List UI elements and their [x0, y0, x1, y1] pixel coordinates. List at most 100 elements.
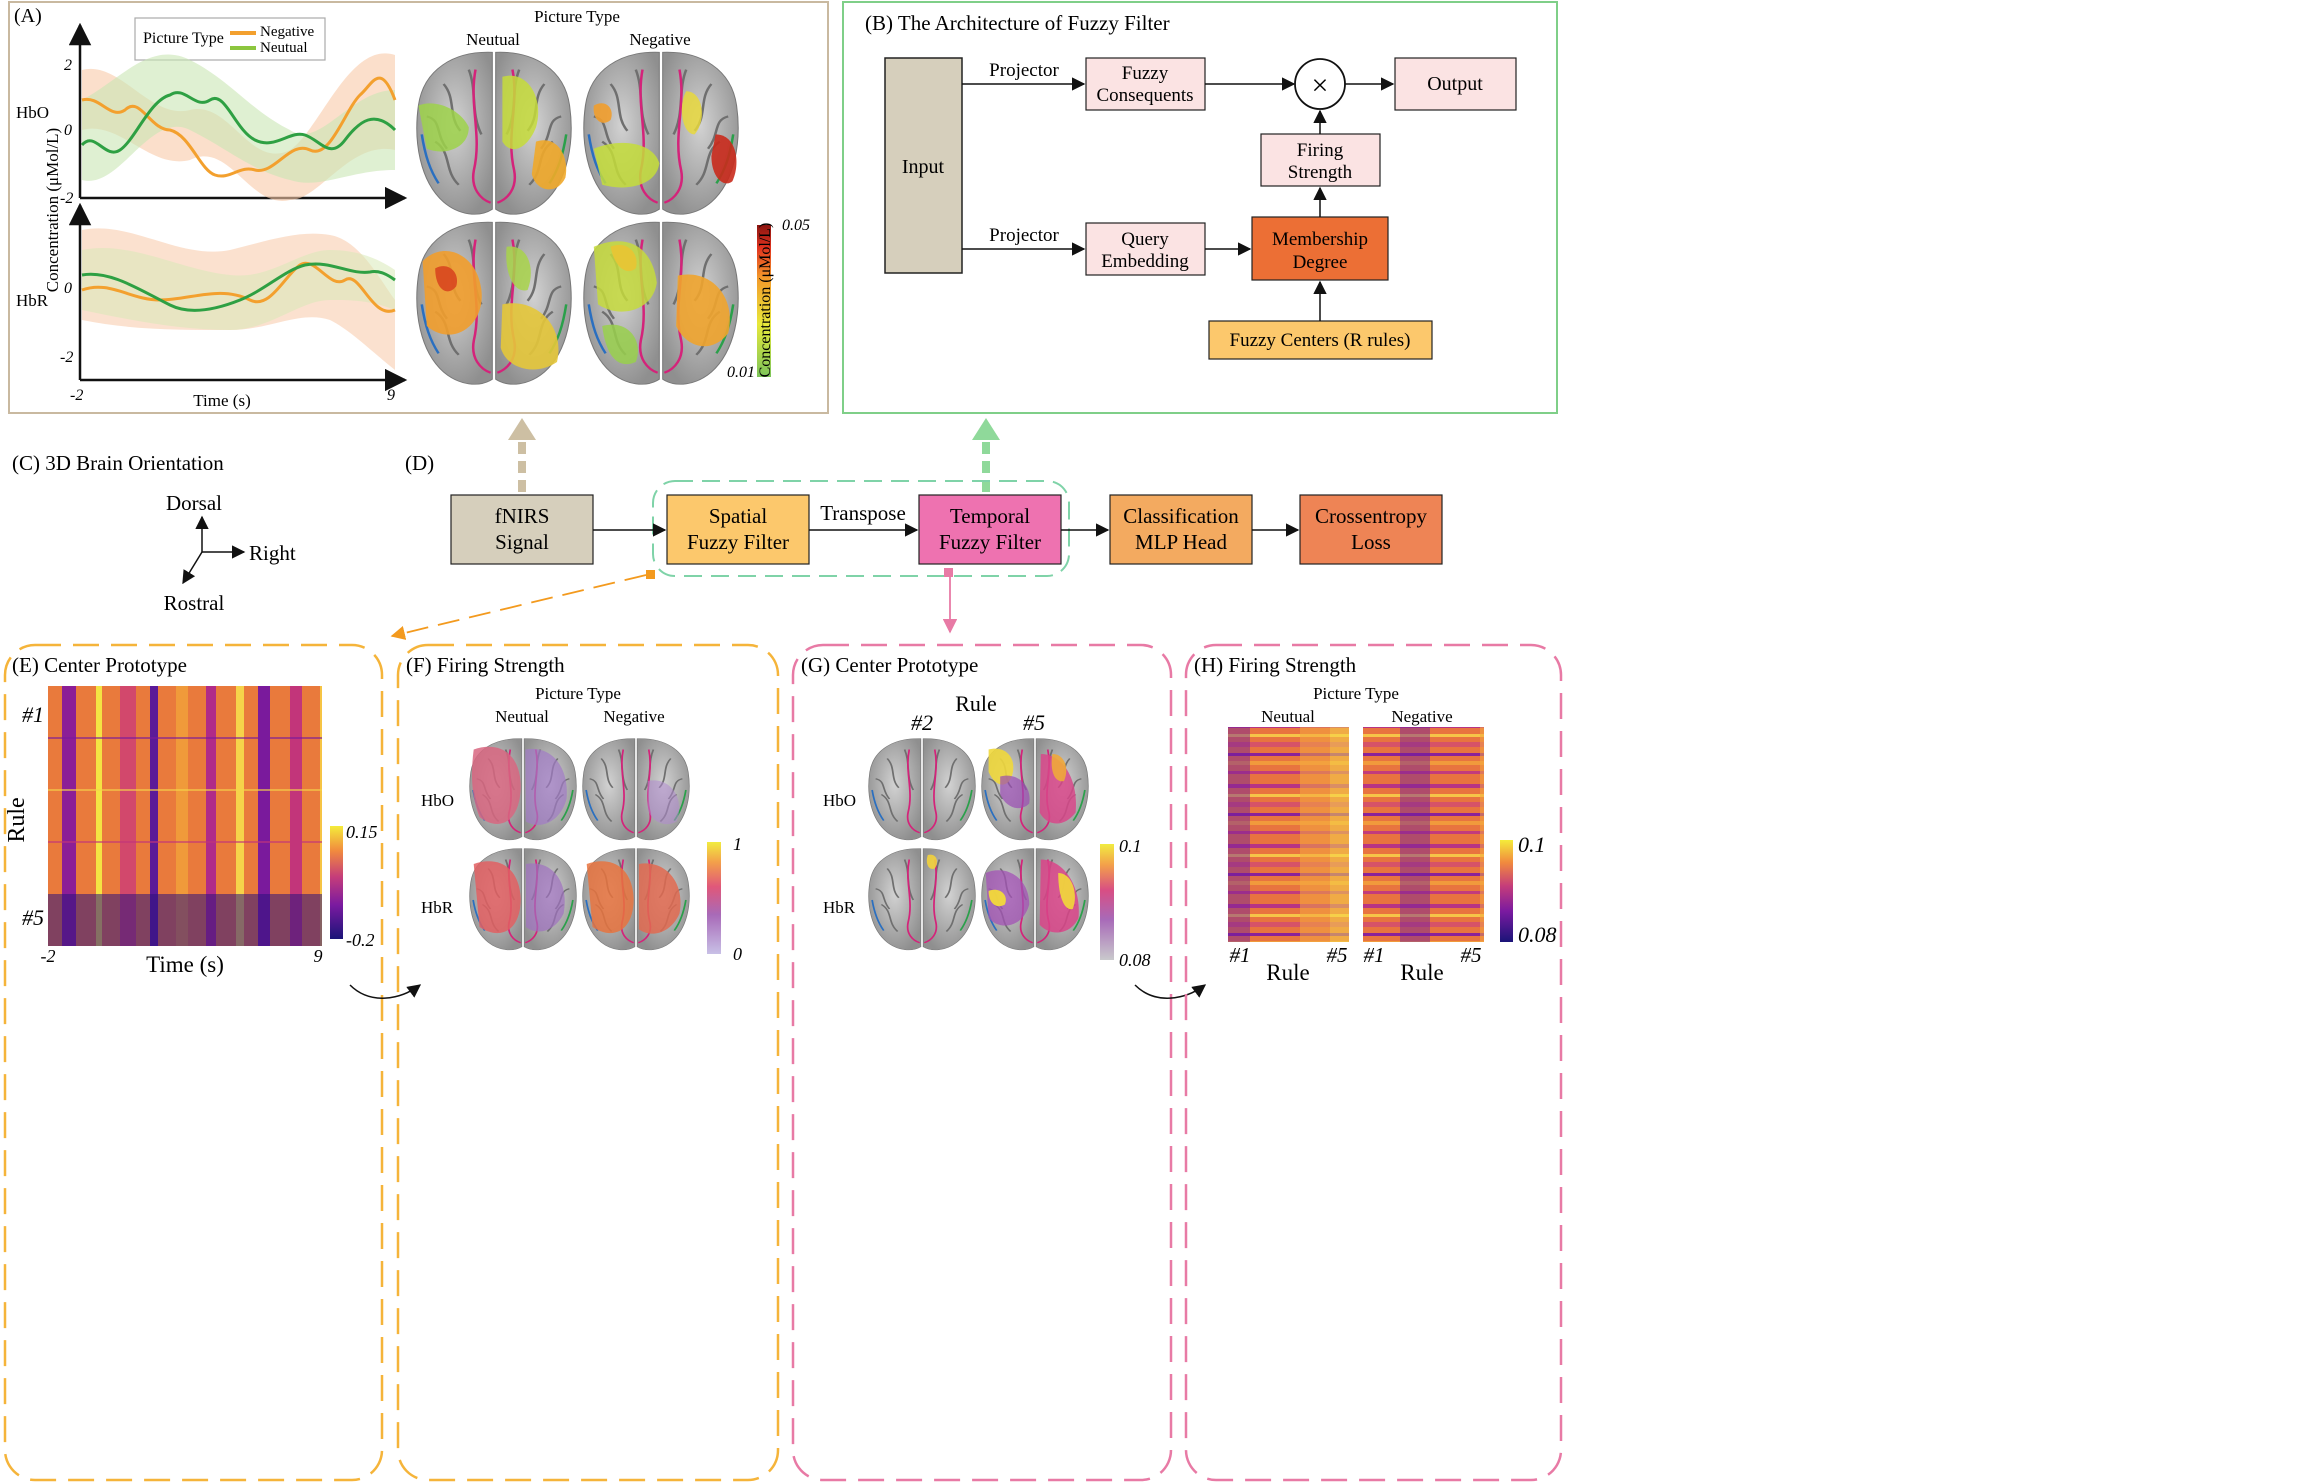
panel-d-label: (D) [405, 451, 434, 475]
fuzzy-consequents-box [1085, 57, 1206, 111]
panel-a-xlabel: Time (s) [193, 391, 250, 410]
panel-e-label: (E) Center Prototype [12, 653, 187, 677]
membership-degree-box [1251, 216, 1389, 281]
brain-f-hbr-neutual [468, 847, 578, 951]
brain-g-hbo-5 [980, 737, 1090, 841]
legend-neutual: Neutual [260, 40, 307, 56]
panel-e-cbar-min: -0.2 [346, 930, 375, 950]
panel-a-cbar-min: 0.01 [727, 364, 755, 381]
panel-e-xlabel: Time (s) [146, 952, 224, 977]
fuzzy-centers-text: Fuzzy Centers (R rules) [1230, 330, 1411, 351]
xtick-min: -2 [70, 387, 83, 404]
panel-g-hbo: HbO [823, 791, 856, 810]
panel-h-heatmap-neutual [1228, 727, 1349, 942]
loss-box [1299, 494, 1443, 565]
panel-e: (E) Center Prototype #1 #5 Rule -2 9 Tim… [3, 643, 422, 1482]
panel-e-row-first: #1 [22, 702, 44, 727]
panel-f-colorbar [707, 842, 721, 954]
brain-a-hbr-negative [582, 220, 740, 386]
dorsal-text: Dorsal [166, 491, 222, 515]
panel-h-cbar-min: 0.08 [1518, 922, 1557, 947]
transpose-text: Transpose [820, 501, 906, 525]
panel-h-col1: Neutual [1261, 707, 1315, 726]
panel-f-title: Picture Type [535, 684, 621, 703]
right-text: Right [249, 541, 296, 565]
panel-f-label: (F) Firing Strength [406, 653, 565, 677]
xtick-max: 9 [387, 387, 395, 404]
hbo-ytick-bottom: -2 [60, 190, 73, 207]
panel-e-ylabel: Rule [4, 797, 30, 842]
panel-h-xlabel-2: Rule [1400, 960, 1443, 985]
panel-e-row-last: #5 [22, 905, 44, 930]
panel-h-tick-last-2: #5 [1461, 943, 1482, 967]
panel-d: (D) fNIRS Signal Spatial Fuzzy Filter Tr… [390, 451, 1443, 640]
input-box [884, 57, 963, 274]
panel-g-frame [791, 643, 1173, 1482]
panel-f-col2: Negative [603, 707, 664, 726]
brain-f-hbr-negative [581, 847, 691, 951]
fnirs-l2: Signal [495, 530, 549, 554]
panel-g-cbar-max: 0.1 [1119, 836, 1142, 856]
hbo-row-label: HbO [16, 103, 49, 122]
output-text: Output [1427, 73, 1483, 95]
query-l1: Query [1121, 229, 1169, 250]
brain-f-hbo-neutual [468, 737, 578, 841]
hbo-ytick-zero: 0 [64, 122, 72, 139]
brain-a-hbo-negative [582, 50, 740, 216]
fnirs-box [450, 494, 594, 565]
panel-c-label: (C) 3D Brain Orientation [12, 451, 224, 475]
hbr-neutual-line [81, 262, 396, 312]
panel-g-colorbar [1100, 844, 1114, 960]
panel-f-hbr: HbR [421, 898, 454, 917]
hbr-row-label: HbR [16, 291, 49, 310]
panel-f-cbar-min: 0 [733, 944, 742, 964]
panel-h: (H) Firing Strength Picture Type Neutual… [1184, 643, 1563, 1482]
panel-b-frame [842, 1, 1558, 414]
spatial-connector-dot [646, 570, 655, 579]
projector1-text: Projector [989, 60, 1059, 81]
loss-l1: Crossentropy [1315, 504, 1427, 528]
panel-a-frame [8, 1, 829, 414]
temporal-connector-dot [944, 568, 953, 577]
panel-g-label: (G) Center Prototype [801, 653, 978, 677]
fuzzy-centers-box [1208, 320, 1433, 360]
panel-h-tick-first-2: #1 [1364, 943, 1385, 967]
classif-l1: Classification [1123, 504, 1239, 528]
panel-e-xmin: -2 [41, 946, 56, 966]
panel-h-frame [1184, 643, 1563, 1482]
panel-h-label: (H) Firing Strength [1194, 653, 1357, 677]
panel-b-label: (B) The Architecture of Fuzzy Filter [865, 11, 1170, 35]
hbo-neutual-line [80, 91, 397, 154]
brain-a-title: Picture Type [534, 7, 620, 26]
temporal-l1: Temporal [950, 504, 1030, 528]
row-5-shade [48, 894, 322, 946]
brain-f-hbo-negative [581, 737, 691, 841]
panel-g-cbar-min: 0.08 [1119, 950, 1151, 970]
brain-g-hbr-2 [867, 847, 977, 951]
panel-h-tick-first-1: #1 [1230, 943, 1251, 967]
panel-h-tick-last-1: #5 [1327, 943, 1348, 967]
firing-strength-box [1260, 133, 1381, 187]
panel-g-hbr: HbR [823, 898, 856, 917]
hbo-negative-line [81, 76, 397, 178]
e-to-f-curve-arrow [349, 984, 422, 999]
query-l2: Embedding [1101, 251, 1189, 272]
panel-h-xlabel-1: Rule [1266, 960, 1309, 985]
spatial-l1: Spatial [709, 504, 767, 528]
brain-a-hbo-neutual [415, 50, 573, 216]
panel-a-cbar-max: 0.05 [782, 217, 810, 234]
panel-h-colorbar [1500, 840, 1513, 942]
panel-a-colorbar [757, 225, 771, 377]
panel-f: (F) Firing Strength Picture Type Neutual… [396, 643, 780, 1482]
d-to-a-arrowhead [508, 418, 536, 440]
spatial-filter-box [666, 494, 810, 565]
query-embedding-box [1085, 222, 1206, 276]
panel-c: (C) 3D Brain Orientation Dorsal Right Ro… [12, 451, 296, 615]
panel-e-frame [3, 643, 384, 1482]
g-to-h-curve-arrow [1134, 984, 1207, 999]
hbr-ytick-zero: 0 [64, 280, 72, 297]
hbr-negative-line [81, 261, 396, 313]
classification-box [1109, 494, 1253, 565]
membership-l2: Degree [1293, 252, 1348, 273]
